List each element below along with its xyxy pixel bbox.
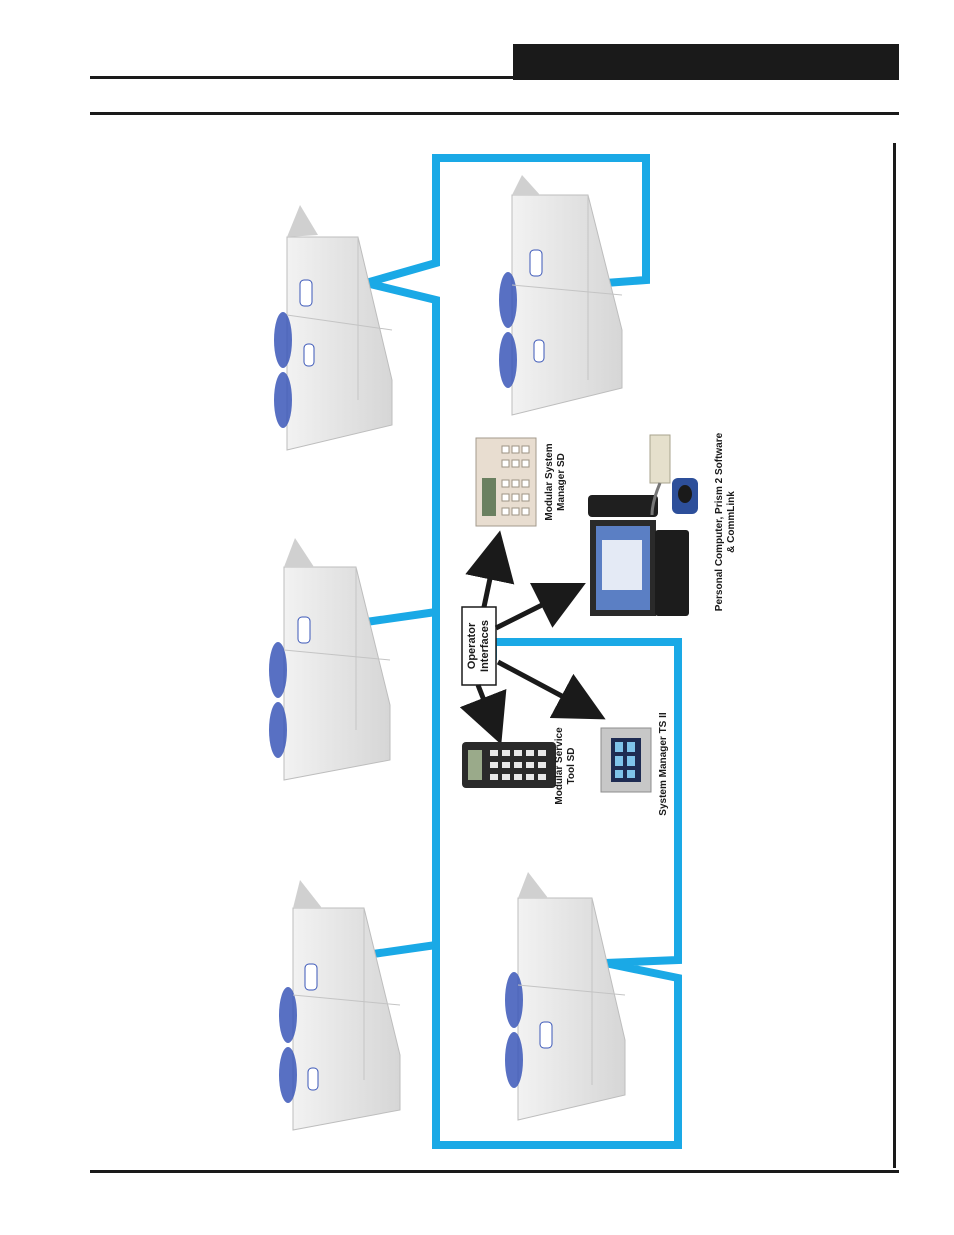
footer-rule: [90, 1170, 899, 1173]
operator-label-line2: Interfaces: [479, 620, 491, 672]
personal-computer: [588, 434, 698, 616]
operator-label-line1: Operator: [466, 622, 478, 669]
modular-service-tool-device: [462, 742, 556, 788]
msm-label-line1: Modular System: [544, 443, 555, 520]
header-underline: [90, 112, 899, 115]
hvac-unit-4: [279, 880, 401, 1131]
pc-label-line1: Personal Computer, Prism 2 Software: [714, 432, 725, 611]
right-margin-rule: [893, 143, 896, 1168]
pc-label-line2: & CommLink: [726, 491, 737, 553]
interface-arrows: [459, 530, 606, 745]
header-rule: [90, 76, 515, 79]
hvac-unit-1: [274, 205, 393, 451]
msm-label-line2: Manager SD: [556, 453, 567, 511]
modular-system-manager-device: [475, 437, 537, 527]
header-bar: [513, 44, 899, 80]
hvac-unit-3: [269, 538, 391, 781]
hvac-unit-5: [505, 872, 626, 1121]
operator-interfaces-box: [461, 606, 497, 686]
mst-label-line1: Modular Service: [554, 727, 565, 805]
network-cable-lower: [432, 638, 682, 1149]
mst-label-line2: Tool SD: [566, 747, 577, 784]
system-manager-ts-device: [600, 727, 652, 793]
ts-label-line1: System Manager TS II: [658, 712, 669, 816]
hvac-unit-2: [499, 175, 623, 416]
